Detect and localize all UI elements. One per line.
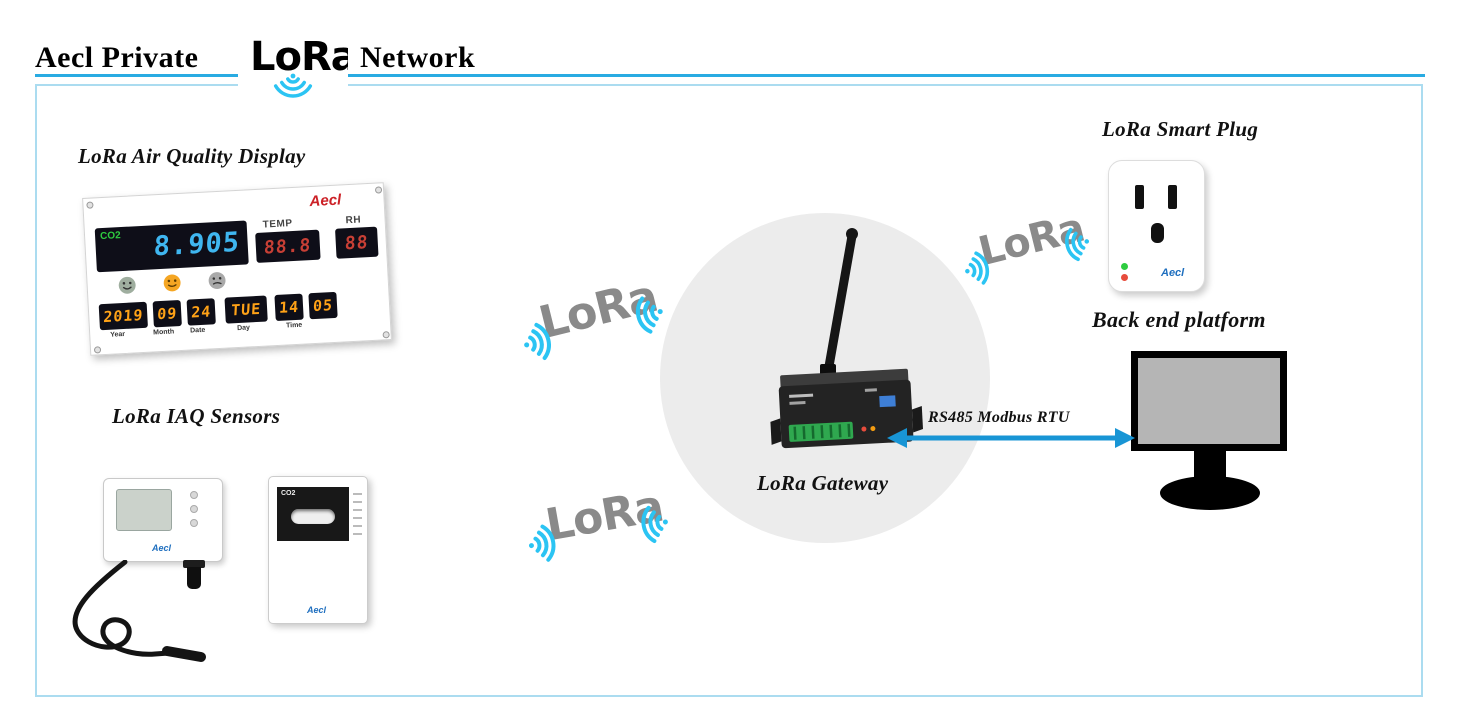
clock-day-label: Day (236, 324, 251, 333)
iaq-probe-sensor-device: Aecl (55, 474, 255, 684)
air-quality-emoticons (117, 271, 227, 296)
sensor-button (190, 491, 198, 499)
screw-icon (86, 201, 94, 209)
mounting-ear (770, 418, 782, 445)
co2-digits: 8.905 (152, 226, 241, 263)
sensor-button (190, 505, 198, 513)
smiley-poor-icon (208, 272, 226, 290)
iaq-co2-sensor-device: CO2 Aecl (268, 476, 368, 624)
plug-brand: Aecl (1161, 267, 1185, 279)
clock-minute-panel: 05 (308, 291, 338, 320)
smiley-moderate-icon (163, 274, 181, 292)
lora-wordmark-gray: LoRa (542, 481, 667, 552)
outlet-ground-hole (1151, 223, 1164, 243)
clock-day: TUE (230, 299, 262, 320)
signal-fan-down-icon (273, 77, 313, 98)
clock-year: 2019 (102, 305, 144, 327)
lora-logo-title: LoRa (238, 24, 358, 110)
outlet-slot-right (1168, 185, 1177, 209)
screw-icon (93, 346, 102, 354)
cable-gland (183, 560, 205, 568)
co2-label: CO2 (99, 230, 121, 243)
clock-month: 09 (156, 304, 178, 324)
co2-sensor-label: CO2 (281, 490, 296, 497)
sensor-button (190, 519, 198, 527)
label-back-end-platform: Back end platform (1092, 307, 1266, 332)
rh-display-panel: 88 (335, 226, 379, 259)
lora-signal-mark-bottom: LoRa (506, 464, 686, 576)
display-brand: Aecl (309, 191, 342, 211)
probe-cable-icon (72, 560, 206, 662)
label-smart-plug: LoRa Smart Plug (1102, 117, 1259, 141)
double-arrow-icon (887, 428, 1135, 448)
label-rs485-modbus: RS485 Modbus RTU (928, 409, 1070, 426)
lora-signal-icon: LoRa (528, 481, 668, 562)
screw-icon (382, 331, 390, 339)
diagram-frame (35, 84, 1423, 697)
title-suffix: Network (360, 41, 476, 74)
clock-day-panel: TUE (224, 295, 268, 324)
vent-lines (353, 493, 362, 535)
rh-digits: 88 (344, 231, 370, 254)
clock-year-label: Year (110, 330, 126, 339)
lora-wordmark-title: LoRa (250, 34, 348, 80)
screw-icon (374, 186, 383, 194)
clock-hour-panel: 14 (274, 293, 304, 322)
antenna-icon (823, 231, 857, 377)
sensor-vent-slot (291, 509, 335, 524)
sensor-lcd (116, 489, 172, 531)
air-quality-display-device: Aecl CO2 8.905 TEMP 88.8 RH 88 (82, 182, 392, 356)
lora-signal-icon: LoRa (965, 205, 1090, 285)
label-air-quality-display: LoRa Air Quality Display (78, 144, 306, 168)
monitor-screen (1131, 351, 1287, 451)
sensor-body: Aecl (103, 478, 223, 562)
temp-display-panel: 88.8 (255, 229, 321, 263)
clock-hour: 14 (278, 297, 300, 317)
clock-date-panel: 24 (186, 298, 216, 326)
power-led-green (1121, 263, 1128, 270)
outlet-slot-left (1135, 185, 1144, 209)
temp-label: TEMP (262, 218, 293, 231)
clock-minute: 05 (312, 295, 334, 316)
clock-time-label: Time (285, 321, 303, 330)
lora-signal-mark-left: LoRa (497, 253, 683, 377)
clock-month-label: Month (153, 328, 175, 337)
lora-wordmark-title-icon: LoRa (250, 34, 358, 98)
status-led-red (1121, 274, 1128, 281)
signal-dot-icon (290, 73, 296, 79)
rh-label: RH (345, 214, 362, 227)
sensor-faceplate: CO2 (277, 487, 349, 541)
clock-date: 24 (190, 302, 212, 322)
smart-plug-device: Aecl (1108, 160, 1205, 292)
cable-connector (187, 567, 201, 589)
mounting-ear (911, 405, 923, 433)
gateway-label-chip (879, 395, 896, 408)
lora-signal-mark-right: LoRa (941, 189, 1107, 300)
smiley-good-icon (118, 276, 136, 294)
label-iaq-sensors: LoRa IAQ Sensors (112, 404, 281, 428)
sensor-brand: Aecl (152, 543, 172, 553)
clock-month-panel: 09 (152, 299, 182, 328)
lora-signal-icon: LoRa (524, 271, 663, 360)
title-underline (35, 74, 1425, 77)
gateway-illustration (770, 228, 923, 449)
status-led (861, 426, 867, 432)
clock-year-panel: 2019 (98, 301, 148, 331)
monitor-base (1160, 476, 1260, 510)
lora-wordmark-gray: LoRa (534, 271, 662, 349)
clock-date-label: Date (189, 326, 206, 335)
temp-digits: 88.8 (263, 234, 313, 259)
rs485-link-arrow (885, 408, 1137, 452)
co2-display-panel: CO2 8.905 (94, 220, 249, 273)
title-prefix: Aecl Private (35, 41, 199, 74)
sensor-brand: Aecl (307, 605, 327, 615)
status-led (870, 426, 876, 432)
lora-gateway-device (768, 222, 923, 467)
label-gateway: LoRa Gateway (757, 471, 889, 495)
